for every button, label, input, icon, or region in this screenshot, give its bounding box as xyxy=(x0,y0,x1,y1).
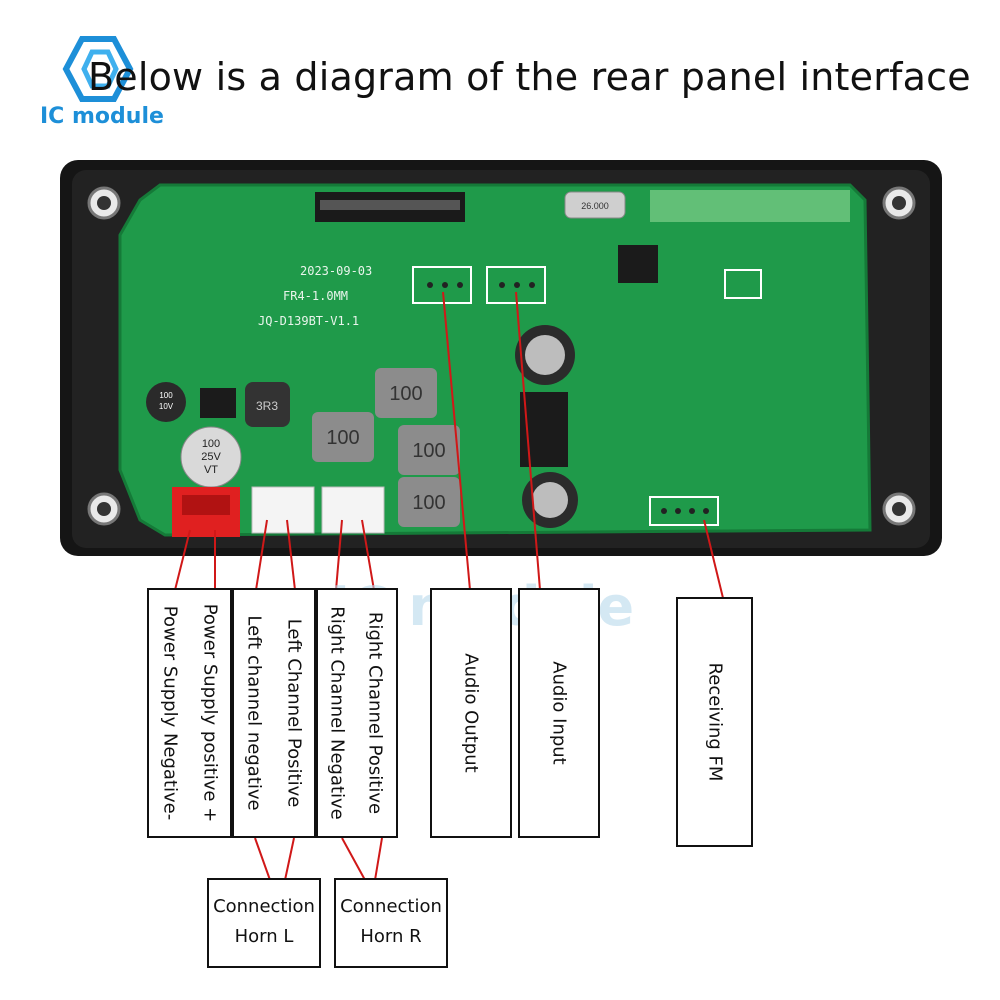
horn-r-line1: Connection xyxy=(336,892,446,922)
cap-large-label-2: 25V xyxy=(201,451,221,463)
power-negative-label: Power Supply Negative- xyxy=(159,606,180,820)
audio-output-label: Audio Output xyxy=(461,653,482,772)
inductor-4-label: 100 xyxy=(412,492,445,514)
cap-large-label-1: 100 xyxy=(202,438,220,450)
silk-model: JQ-D139BT-V1.1 xyxy=(258,314,359,328)
cap-small-label-2: 10V xyxy=(159,402,174,411)
left-negative-label: Left channel negative xyxy=(244,615,265,810)
crystal-label: 26.000 xyxy=(581,201,609,211)
right-negative-label: Right Channel Negative xyxy=(327,606,348,820)
left-positive-label: Left Channel Positive xyxy=(284,619,305,808)
left-channel-label-box: Left Channel Positive Left channel negat… xyxy=(232,588,316,838)
silk-fr4: FR4-1.0MM xyxy=(283,289,348,303)
connection-horn-r-box: Connection Horn R xyxy=(334,878,448,968)
power-positive-label: Power Supply positive + xyxy=(199,604,220,823)
inductor-3-label: 100 xyxy=(412,440,445,462)
horn-l-line2: Horn L xyxy=(209,922,319,952)
receiving-fm-label: Receiving FM xyxy=(704,663,725,782)
audio-input-label-box: Audio Input xyxy=(518,588,600,838)
right-positive-label: Right Channel Positive xyxy=(365,612,386,814)
right-channel-label-box: Right Channel Positive Right Channel Neg… xyxy=(316,588,398,838)
connection-horn-l-box: Connection Horn L xyxy=(207,878,321,968)
cap-large-label-3: VT xyxy=(204,464,218,476)
inductor-2-label: 100 xyxy=(326,427,359,449)
cap-small-label-1: 100 xyxy=(159,391,173,400)
power-supply-label-box: Power Supply positive + Power Supply Neg… xyxy=(147,588,232,838)
audio-output-label-box: Audio Output xyxy=(430,588,512,838)
audio-input-label: Audio Input xyxy=(549,661,570,765)
silk-date: 2023-09-03 xyxy=(300,264,372,278)
receiving-fm-label-box: Receiving FM xyxy=(676,597,753,847)
inductor-small-label: 3R3 xyxy=(256,399,278,413)
inductor-1-label: 100 xyxy=(389,383,422,405)
horn-l-line1: Connection xyxy=(209,892,319,922)
horn-r-line2: Horn R xyxy=(336,922,446,952)
